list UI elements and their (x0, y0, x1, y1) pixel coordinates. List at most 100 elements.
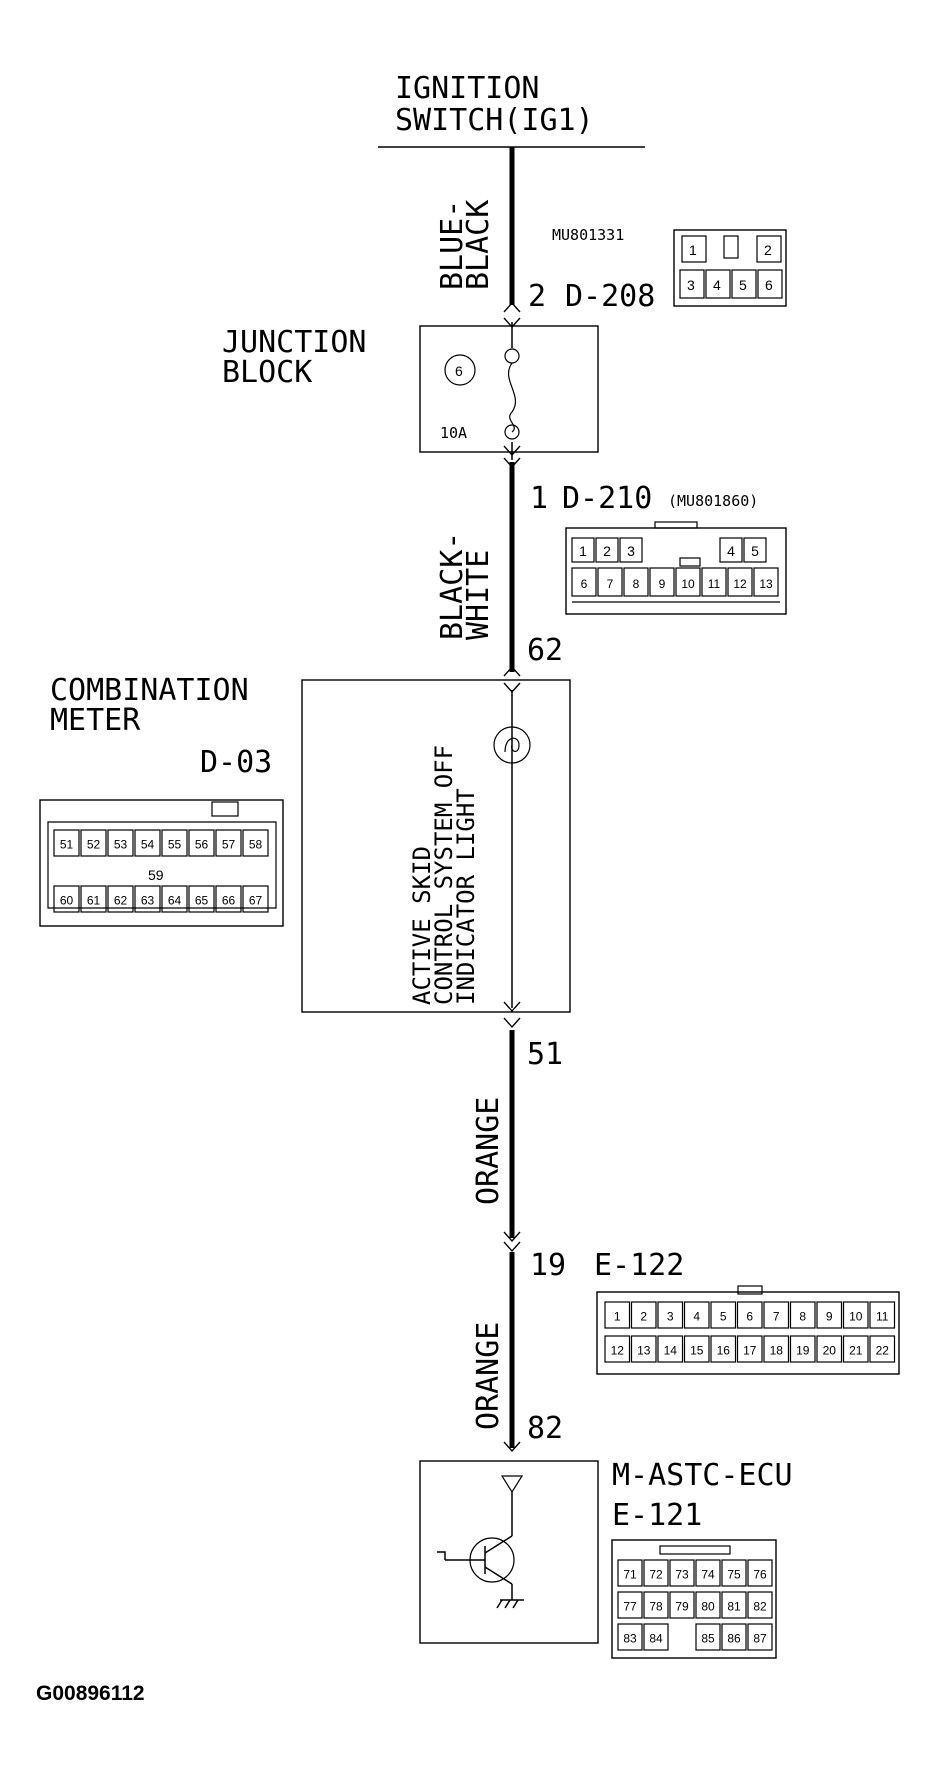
chevron-d210-top (503, 445, 521, 457)
e122-pin-cell (683, 1335, 710, 1363)
d03-pin-cell (134, 829, 161, 857)
e122-pin-cell (789, 1335, 816, 1363)
ignition-label-line1: IGNITION (395, 71, 540, 106)
junction-label-line1: JUNCTION (222, 325, 367, 360)
d208-pins-bottom: 3 4 5 6 (679, 269, 783, 299)
fuse-number-circle (444, 354, 476, 386)
ignition-label-line2: SWITCH(IG1) (395, 103, 594, 138)
d210-pin-label: 11 (708, 577, 721, 591)
d03-pin-cell (215, 829, 242, 857)
e122-pin-cell (816, 1301, 843, 1329)
d210-pin-cell (649, 567, 675, 597)
d210-pin-cell (623, 567, 649, 597)
fuse-rating: 10A (440, 424, 467, 442)
black-white-label-line1: BLACK- (435, 532, 470, 640)
d03-pin-label: 63 (141, 894, 155, 908)
connector-chevrons (503, 301, 521, 1453)
e122-pin-cell (710, 1335, 737, 1363)
d210-pin-label: 9 (659, 577, 666, 591)
e122-pin-cell (816, 1335, 843, 1363)
e122-pin-cell (763, 1301, 790, 1329)
connector-d208: 2 D-208 MU801331 1 2 3 4 5 6 (528, 226, 787, 314)
e121-pin-cell (669, 1591, 695, 1619)
e121-pin-label: 86 (727, 1632, 741, 1646)
d208-pin: 3 (687, 277, 695, 293)
chevron-51-bottom (503, 1017, 521, 1029)
indicator-text: ACTIVE SKID CONTROL SYSTEM OFF INDICATOR… (408, 745, 480, 1005)
e121-pin-label: 75 (727, 1568, 741, 1582)
e122-pin-cell (763, 1335, 790, 1363)
d208-key (723, 235, 739, 259)
e122-pin-cell (842, 1335, 869, 1363)
d210-pin-cell (719, 537, 743, 563)
d03-pin-label: 66 (222, 894, 236, 908)
e121-pin-label: 73 (675, 1568, 689, 1582)
blue-black-label-line2: BLACK (461, 200, 496, 290)
d210-pin-cell (727, 567, 753, 597)
ecu-input-triangle-icon (500, 1475, 524, 1494)
ignition-switch: IGNITION SWITCH(IG1) (378, 71, 645, 148)
e121-latch (659, 1545, 731, 1555)
d210-pin-label: 13 (759, 577, 773, 591)
e122-pin-cell (683, 1301, 710, 1329)
d210-pin-cell (701, 567, 727, 597)
e121-pin-cell (695, 1623, 721, 1651)
e121-pin-cell (643, 1623, 669, 1651)
meter-connector-id: D-03 (200, 745, 272, 780)
d210-pin-label: 1 (579, 543, 587, 559)
ecu-name: M-ASTC-ECU (612, 1458, 793, 1493)
e121-pin-label: 87 (753, 1632, 767, 1646)
d03-pin-cell (134, 885, 161, 913)
d210-pin-label: 5 (751, 543, 759, 559)
e122-pin-cell (657, 1301, 684, 1329)
wire-label-orange-2: ORANGE (471, 1322, 506, 1430)
e121-pin-label: 84 (649, 1632, 663, 1646)
d210-part-number: (MU801860) (668, 492, 758, 510)
chevron-62-top (503, 665, 521, 677)
e122-pin-label: 19 (796, 1344, 810, 1358)
e121-pin-cell (617, 1623, 643, 1651)
orange-label-1: ORANGE (471, 1097, 506, 1205)
d03-pin-label: 61 (87, 894, 101, 908)
transistor-collector (484, 1535, 513, 1554)
e121-pin-cell (695, 1559, 721, 1587)
e122-pin-label: 8 (799, 1310, 806, 1324)
e122-pin-label: 10 (849, 1310, 863, 1324)
d03-pin-label: 54 (141, 838, 155, 852)
fuse-terminal-bottom (504, 424, 520, 440)
e121-pin-cell (721, 1623, 747, 1651)
indicator-text-line1: ACTIVE SKID (408, 846, 436, 1005)
d210-pin-number: 1 (530, 481, 548, 516)
d03-latch (211, 801, 239, 817)
e121-pin-label: 76 (753, 1568, 767, 1582)
d210-pin-label: 3 (627, 543, 635, 559)
e121-pin-cell (617, 1559, 643, 1587)
d210-pin-label: 12 (733, 577, 747, 591)
fuse-terminal-top (504, 348, 520, 364)
d210-pin-cell (571, 567, 597, 597)
e121-pin-cell (617, 1591, 643, 1619)
orange-label-2: ORANGE (471, 1322, 506, 1430)
e122-pin-label: 1 (614, 1310, 621, 1324)
d03-pin-cell (242, 885, 269, 913)
d03-pin-label: 67 (249, 894, 263, 908)
transistor-base-hook (437, 1551, 446, 1560)
d208-pin: 2 (764, 242, 772, 258)
d03-pin-label: 51 (60, 838, 74, 852)
d03-pin-label: 56 (195, 838, 209, 852)
e122-pin-cell (842, 1301, 869, 1329)
d210-key (679, 557, 701, 567)
d03-pin-label: 57 (222, 838, 236, 852)
d03-pin-cell (80, 829, 107, 857)
e121-pin-label: 71 (623, 1568, 637, 1582)
d210-pin-label: 10 (681, 577, 695, 591)
meter-label-line2: METER (50, 703, 141, 738)
blue-black-label-line1: BLUE- (435, 200, 470, 290)
